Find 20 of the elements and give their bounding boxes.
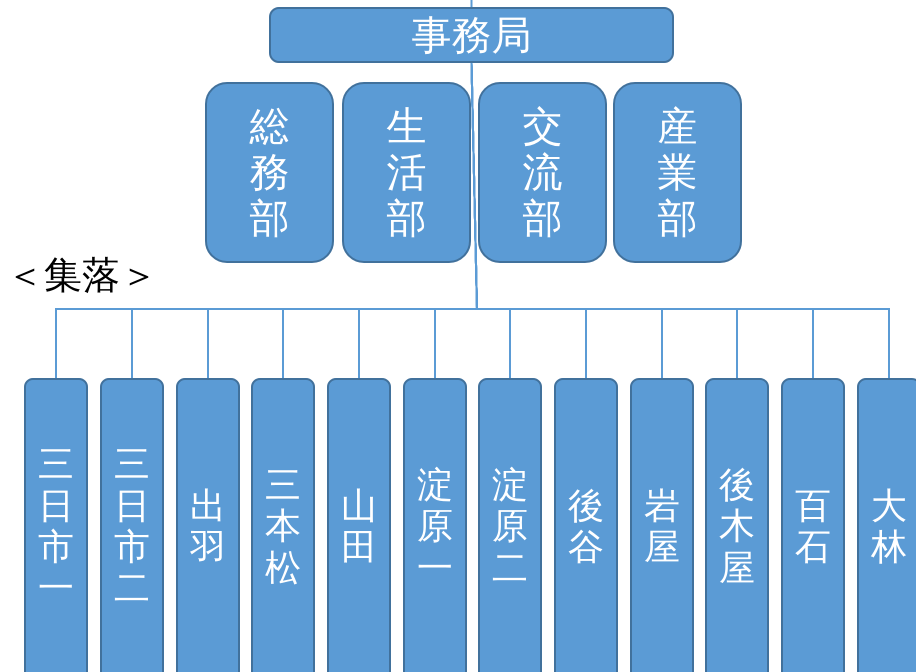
village-box: 後木屋	[705, 378, 769, 672]
connector-line	[470, 62, 890, 378]
village-box: 山田	[327, 378, 391, 672]
connector-line	[470, 0, 472, 7]
section-heading: ＜集落＞	[6, 252, 158, 299]
village-box: 三本松	[251, 378, 315, 672]
village-box: 三日市一	[24, 378, 88, 672]
village-box: 百石	[781, 378, 845, 672]
village-box: 三日市二	[100, 378, 164, 672]
village-box: 岩屋	[630, 378, 694, 672]
village-box: 出羽	[176, 378, 240, 672]
village-box: 淀原二	[478, 378, 542, 672]
department-box: 生活部	[342, 82, 471, 263]
village-box: 後谷	[554, 378, 618, 672]
village-box: 大林	[857, 378, 916, 672]
office-box: 事務局	[269, 7, 674, 63]
department-box: 交流部	[478, 82, 607, 263]
department-box: 産業部	[613, 82, 742, 263]
village-box: 淀原一	[403, 378, 467, 672]
department-box: 総務部	[205, 82, 334, 263]
